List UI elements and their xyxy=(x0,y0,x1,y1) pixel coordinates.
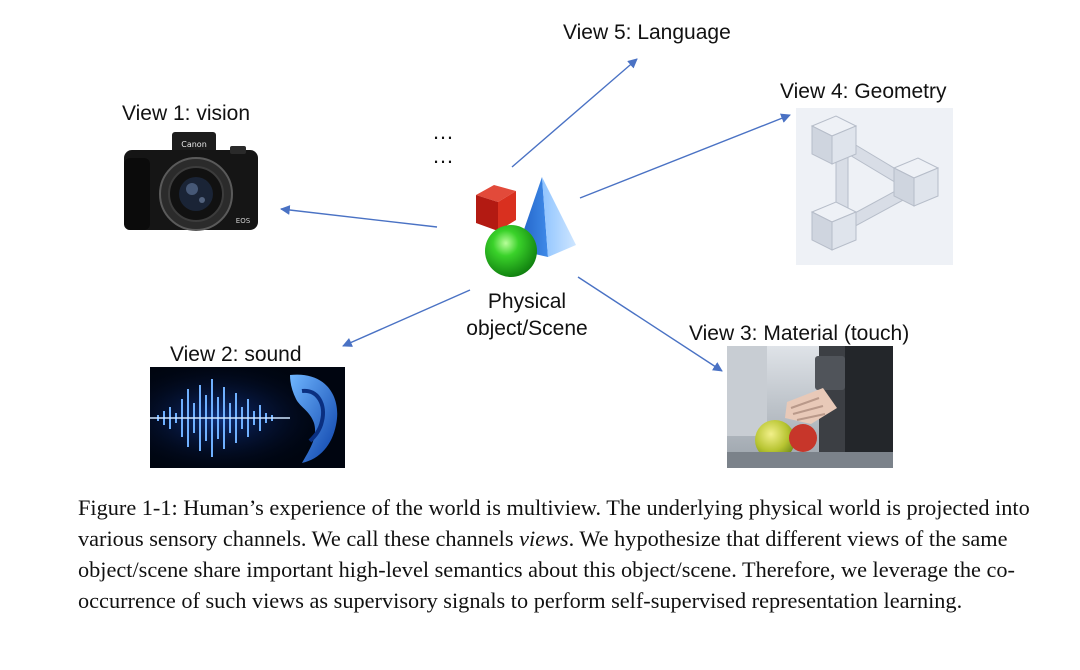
view1-label: View 1: vision xyxy=(122,102,251,125)
camera-model-text: EOS xyxy=(236,217,251,225)
geometry-image xyxy=(796,108,953,265)
arrow-to-language xyxy=(511,58,638,168)
arrow-to-material xyxy=(577,276,723,372)
center-label-line-2: object/Scene xyxy=(466,317,588,340)
ellipsis-line-2: … xyxy=(432,143,455,168)
ellipsis: … … xyxy=(432,120,455,168)
cube-top xyxy=(476,185,516,202)
camera-image: Canon EOS xyxy=(122,128,260,234)
arrow-to-vision xyxy=(280,205,438,228)
arrow-to-geometry xyxy=(579,113,791,199)
cube-front xyxy=(476,195,498,231)
arrow-to-sound xyxy=(342,289,471,347)
ellipsis-line-1: … xyxy=(432,119,455,144)
caption-emphasis: views xyxy=(519,526,569,551)
view4-label: View 4: Geometry xyxy=(780,80,947,103)
caption-suffix: . We hypothesize that different views of… xyxy=(78,526,1015,613)
caption-prefix: Figure 1-1: Human’s experience of the wo… xyxy=(78,495,1030,551)
view3-label: View 3: Material (touch) xyxy=(689,322,910,345)
view5-label: View 5: Language xyxy=(563,21,731,44)
sphere xyxy=(485,225,537,277)
figure-caption: Figure 1-1: Human’s experience of the wo… xyxy=(78,492,1038,616)
physical-object-illustration xyxy=(472,175,582,280)
camera-brand-text: Canon xyxy=(181,140,207,149)
cube-side xyxy=(498,191,516,231)
sound-image xyxy=(150,367,345,468)
center-label-line-1: Physical xyxy=(487,290,567,313)
touch-image xyxy=(727,346,893,468)
center-label: Physical object/Scene xyxy=(447,288,607,342)
view2-label: View 2: sound xyxy=(170,343,302,366)
pyramid-right xyxy=(542,177,576,257)
